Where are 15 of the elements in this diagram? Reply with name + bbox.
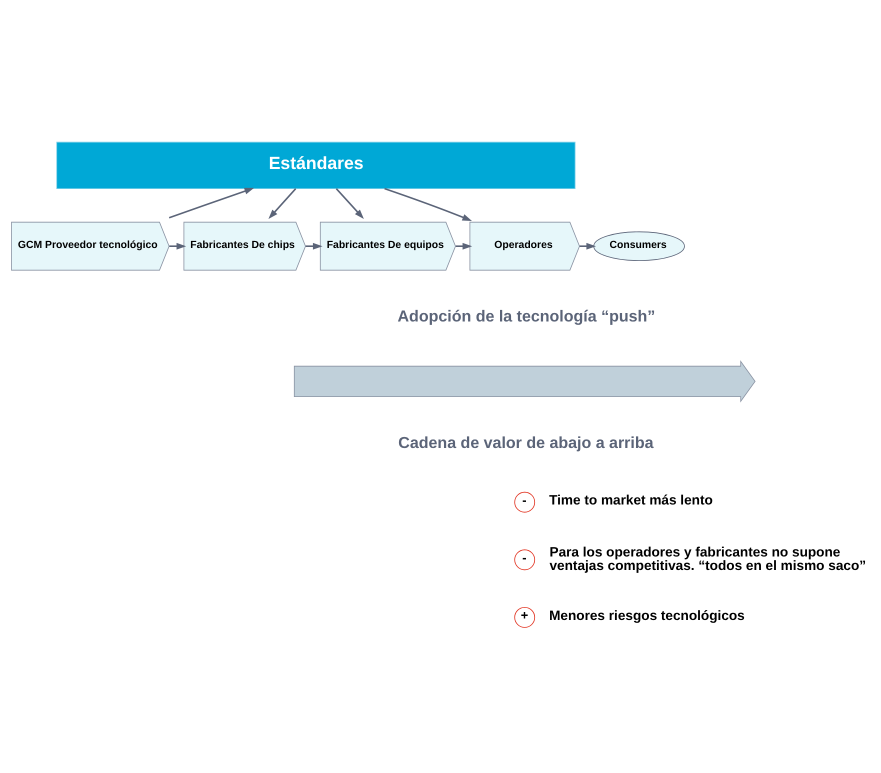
label: Cadena de valor de abajo a arriba — [398, 434, 654, 452]
node-circle: - — [514, 491, 536, 512]
node-circle: + — [514, 606, 536, 628]
node-box: Estándares — [56, 141, 576, 188]
node-ellipse: Consumers — [593, 230, 685, 260]
arrow — [168, 187, 254, 218]
node-label: Time to market más lento — [549, 492, 713, 508]
arrow — [336, 188, 364, 218]
arrow — [384, 187, 472, 221]
node-circle: - — [514, 548, 536, 570]
node-label: Menores riesgos tecnológicos — [549, 607, 745, 622]
node-arrow — [294, 360, 756, 402]
node-label: Para los operadores y fabricantes no supone ventajas competitivas. “todos en el mismo saco” — [550, 544, 866, 572]
label: Adopción de la tecnología “push” — [398, 308, 656, 325]
arrow — [268, 188, 296, 219]
